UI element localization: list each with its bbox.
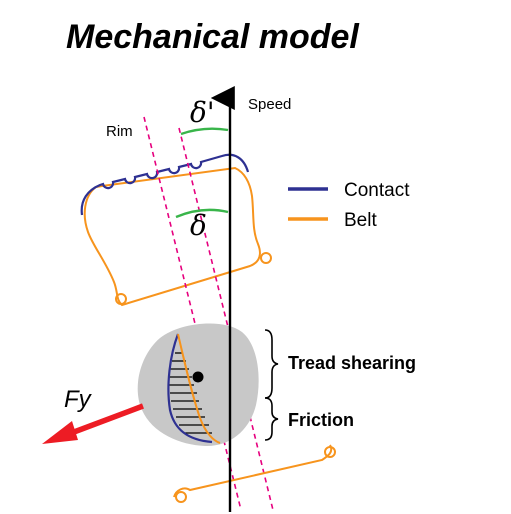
upper-tire-belt — [83, 166, 261, 307]
lower-tire-bead-right — [324, 446, 336, 458]
delta-prime-label: δ' — [190, 96, 215, 129]
contact-patch-shape — [137, 323, 259, 447]
lateral-force-arrow — [42, 403, 144, 444]
tread-shearing-label: Tread shearing — [288, 353, 416, 373]
force-arrow-head — [42, 421, 78, 444]
delta-prime-arc — [180, 127, 229, 136]
upper-tire — [80, 153, 272, 307]
friction-brace — [264, 397, 279, 441]
legend-contact-label: Contact — [344, 180, 410, 201]
rim-line-lower — [178, 127, 274, 511]
legend: Contact Belt — [288, 180, 410, 231]
delta-label: δ — [190, 209, 207, 242]
rim-label: Rim — [106, 123, 133, 140]
lower-tire-bead-left — [175, 491, 187, 503]
rim-line-upper — [143, 116, 242, 511]
upper-tire-bead-left — [115, 293, 127, 305]
contact-patch-contact-curve — [167, 333, 213, 444]
tread-shearing-brace — [264, 329, 279, 399]
contact-patch — [137, 323, 259, 447]
speed-label: Speed — [248, 96, 291, 113]
force-arrow-shaft — [65, 403, 144, 438]
diagram-title: Mechanical model — [66, 18, 360, 56]
upper-tire-bead-right — [260, 252, 272, 264]
friction-label: Friction — [288, 410, 354, 430]
delta-arc — [175, 208, 229, 219]
force-label: Fy — [64, 386, 93, 413]
lower-tire — [173, 444, 336, 503]
contact-patch-belt-curve — [177, 333, 221, 444]
contact-patch-center — [192, 371, 204, 383]
upper-tire-contact — [80, 153, 250, 216]
lower-tire-belt — [173, 444, 333, 498]
legend-belt-label: Belt — [344, 210, 377, 231]
